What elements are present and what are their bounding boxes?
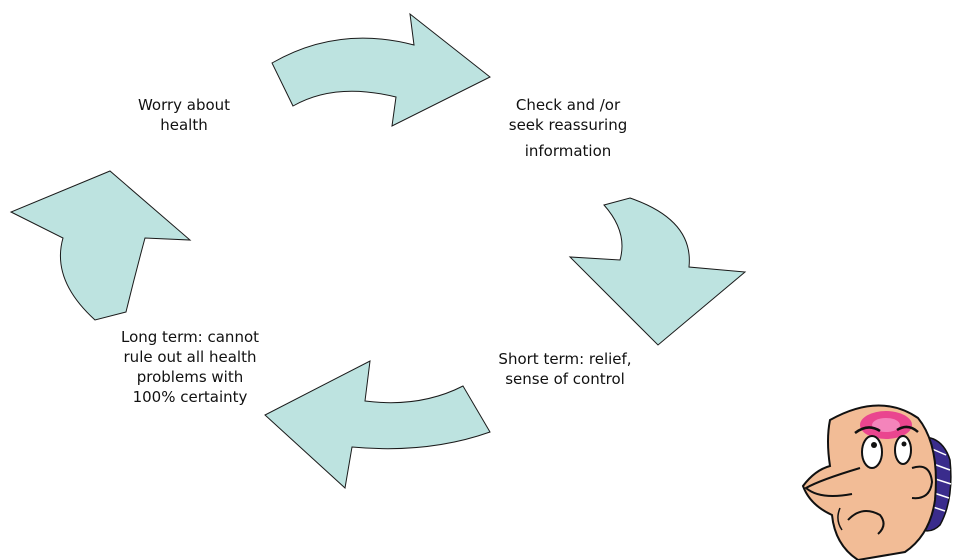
node-label-line: Short term: relief, — [498, 350, 632, 368]
node-label-line: Long term: cannot — [120, 328, 260, 346]
cycle-arrow-worry-to-check — [271, 12, 491, 127]
node-label-line: sense of control — [505, 370, 625, 388]
node-label-line: problems with — [136, 368, 244, 386]
node-worry-about-health: Worry about health — [94, 95, 274, 135]
node-short-term-relief: Short term: relief, sense of control — [470, 349, 660, 389]
node-label-line: 100% certainty — [132, 388, 248, 406]
node-label-line: information — [524, 142, 612, 160]
node-label-line: health — [160, 116, 208, 134]
cycle-arrow-short-term-to-long-term — [264, 360, 491, 489]
node-label-line: rule out all health — [123, 348, 257, 366]
node-label-line: Worry about — [137, 96, 231, 114]
node-label-line: seek reassuring — [508, 116, 628, 134]
node-long-term-uncertainty: Long term: cannot rule out all health pr… — [90, 327, 290, 407]
cycle-arrow-check-to-short-term — [568, 197, 747, 346]
worried-man-illustration — [801, 404, 952, 560]
node-label-line: Check and /or — [515, 96, 621, 114]
cycle-arrow-long-term-to-worry — [9, 170, 192, 321]
node-check-or-seek-reassurance: Check and /or seek reassuring informatio… — [478, 95, 658, 161]
